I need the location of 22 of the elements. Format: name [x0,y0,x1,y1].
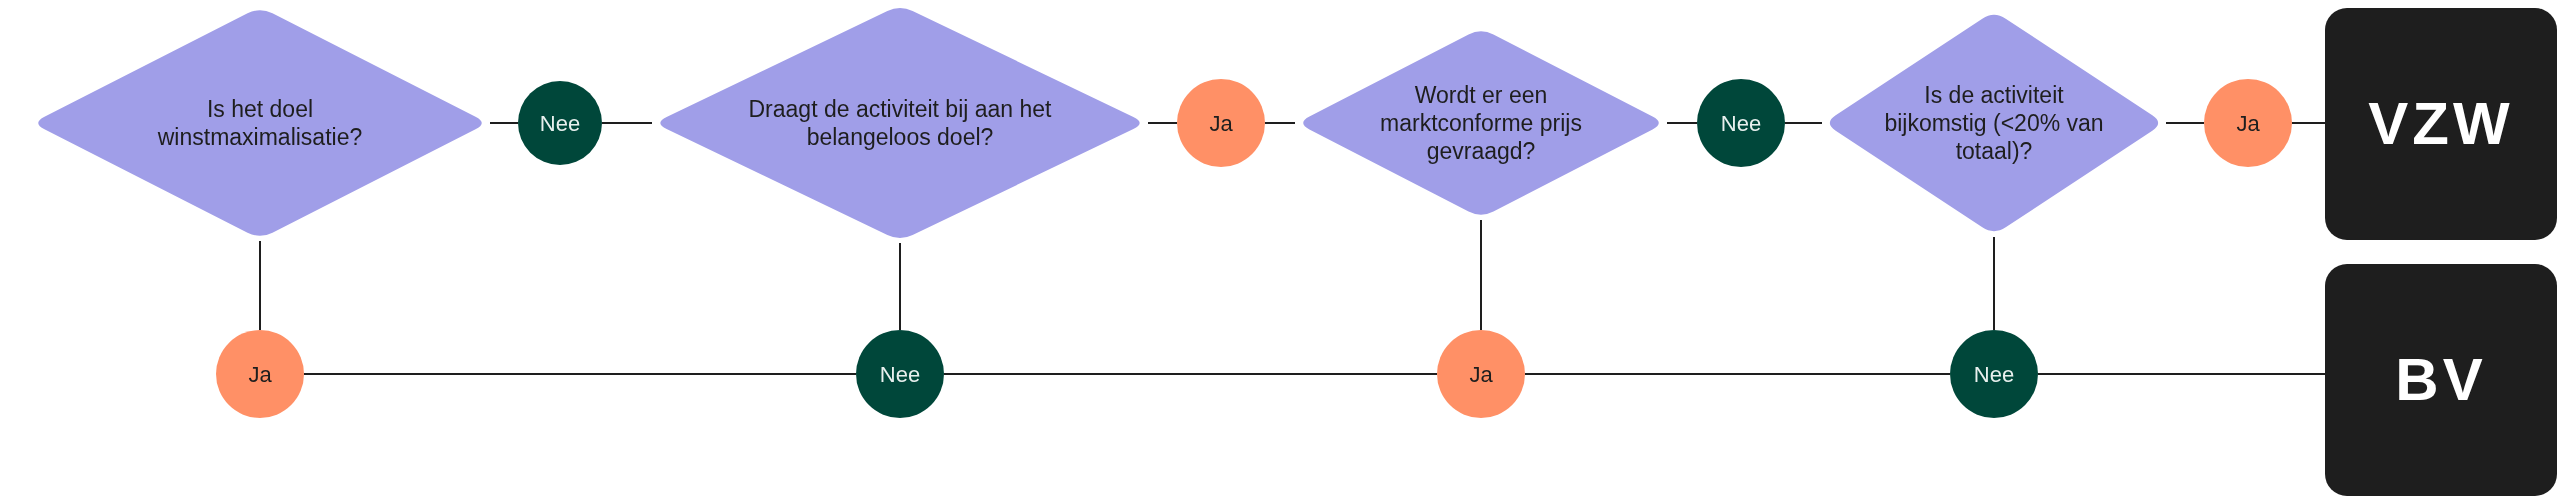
connector-line [1264,122,1296,124]
connector-line [1784,122,1823,124]
question-text: Wordt er een marktconforme prijs gevraagd? [1379,81,1583,165]
connector-line [2291,122,2326,124]
question-text: Is het doel winstmaximalisatie? [156,95,364,151]
connector-line [2165,122,2205,124]
question-text: Is de activiteit bijkomstig (<20% van totaal)? [1883,81,2105,165]
connector-line [601,122,653,124]
connector-line [1666,122,1698,124]
connector-line [1147,122,1178,124]
connector-line [943,373,1438,375]
connector-line [303,373,857,375]
connector-line [1993,236,1995,331]
connector-line [1524,373,1951,375]
connector-line [259,240,261,331]
connector-line [899,242,901,331]
result-box: VZW [2325,8,2557,240]
question-text: Draagt de activiteit bij aan het belangeloos doel? [747,95,1053,151]
connector-line [2037,373,2326,375]
connector-line [1480,219,1482,331]
result-box: BV [2325,264,2557,496]
connector-line [489,122,519,124]
